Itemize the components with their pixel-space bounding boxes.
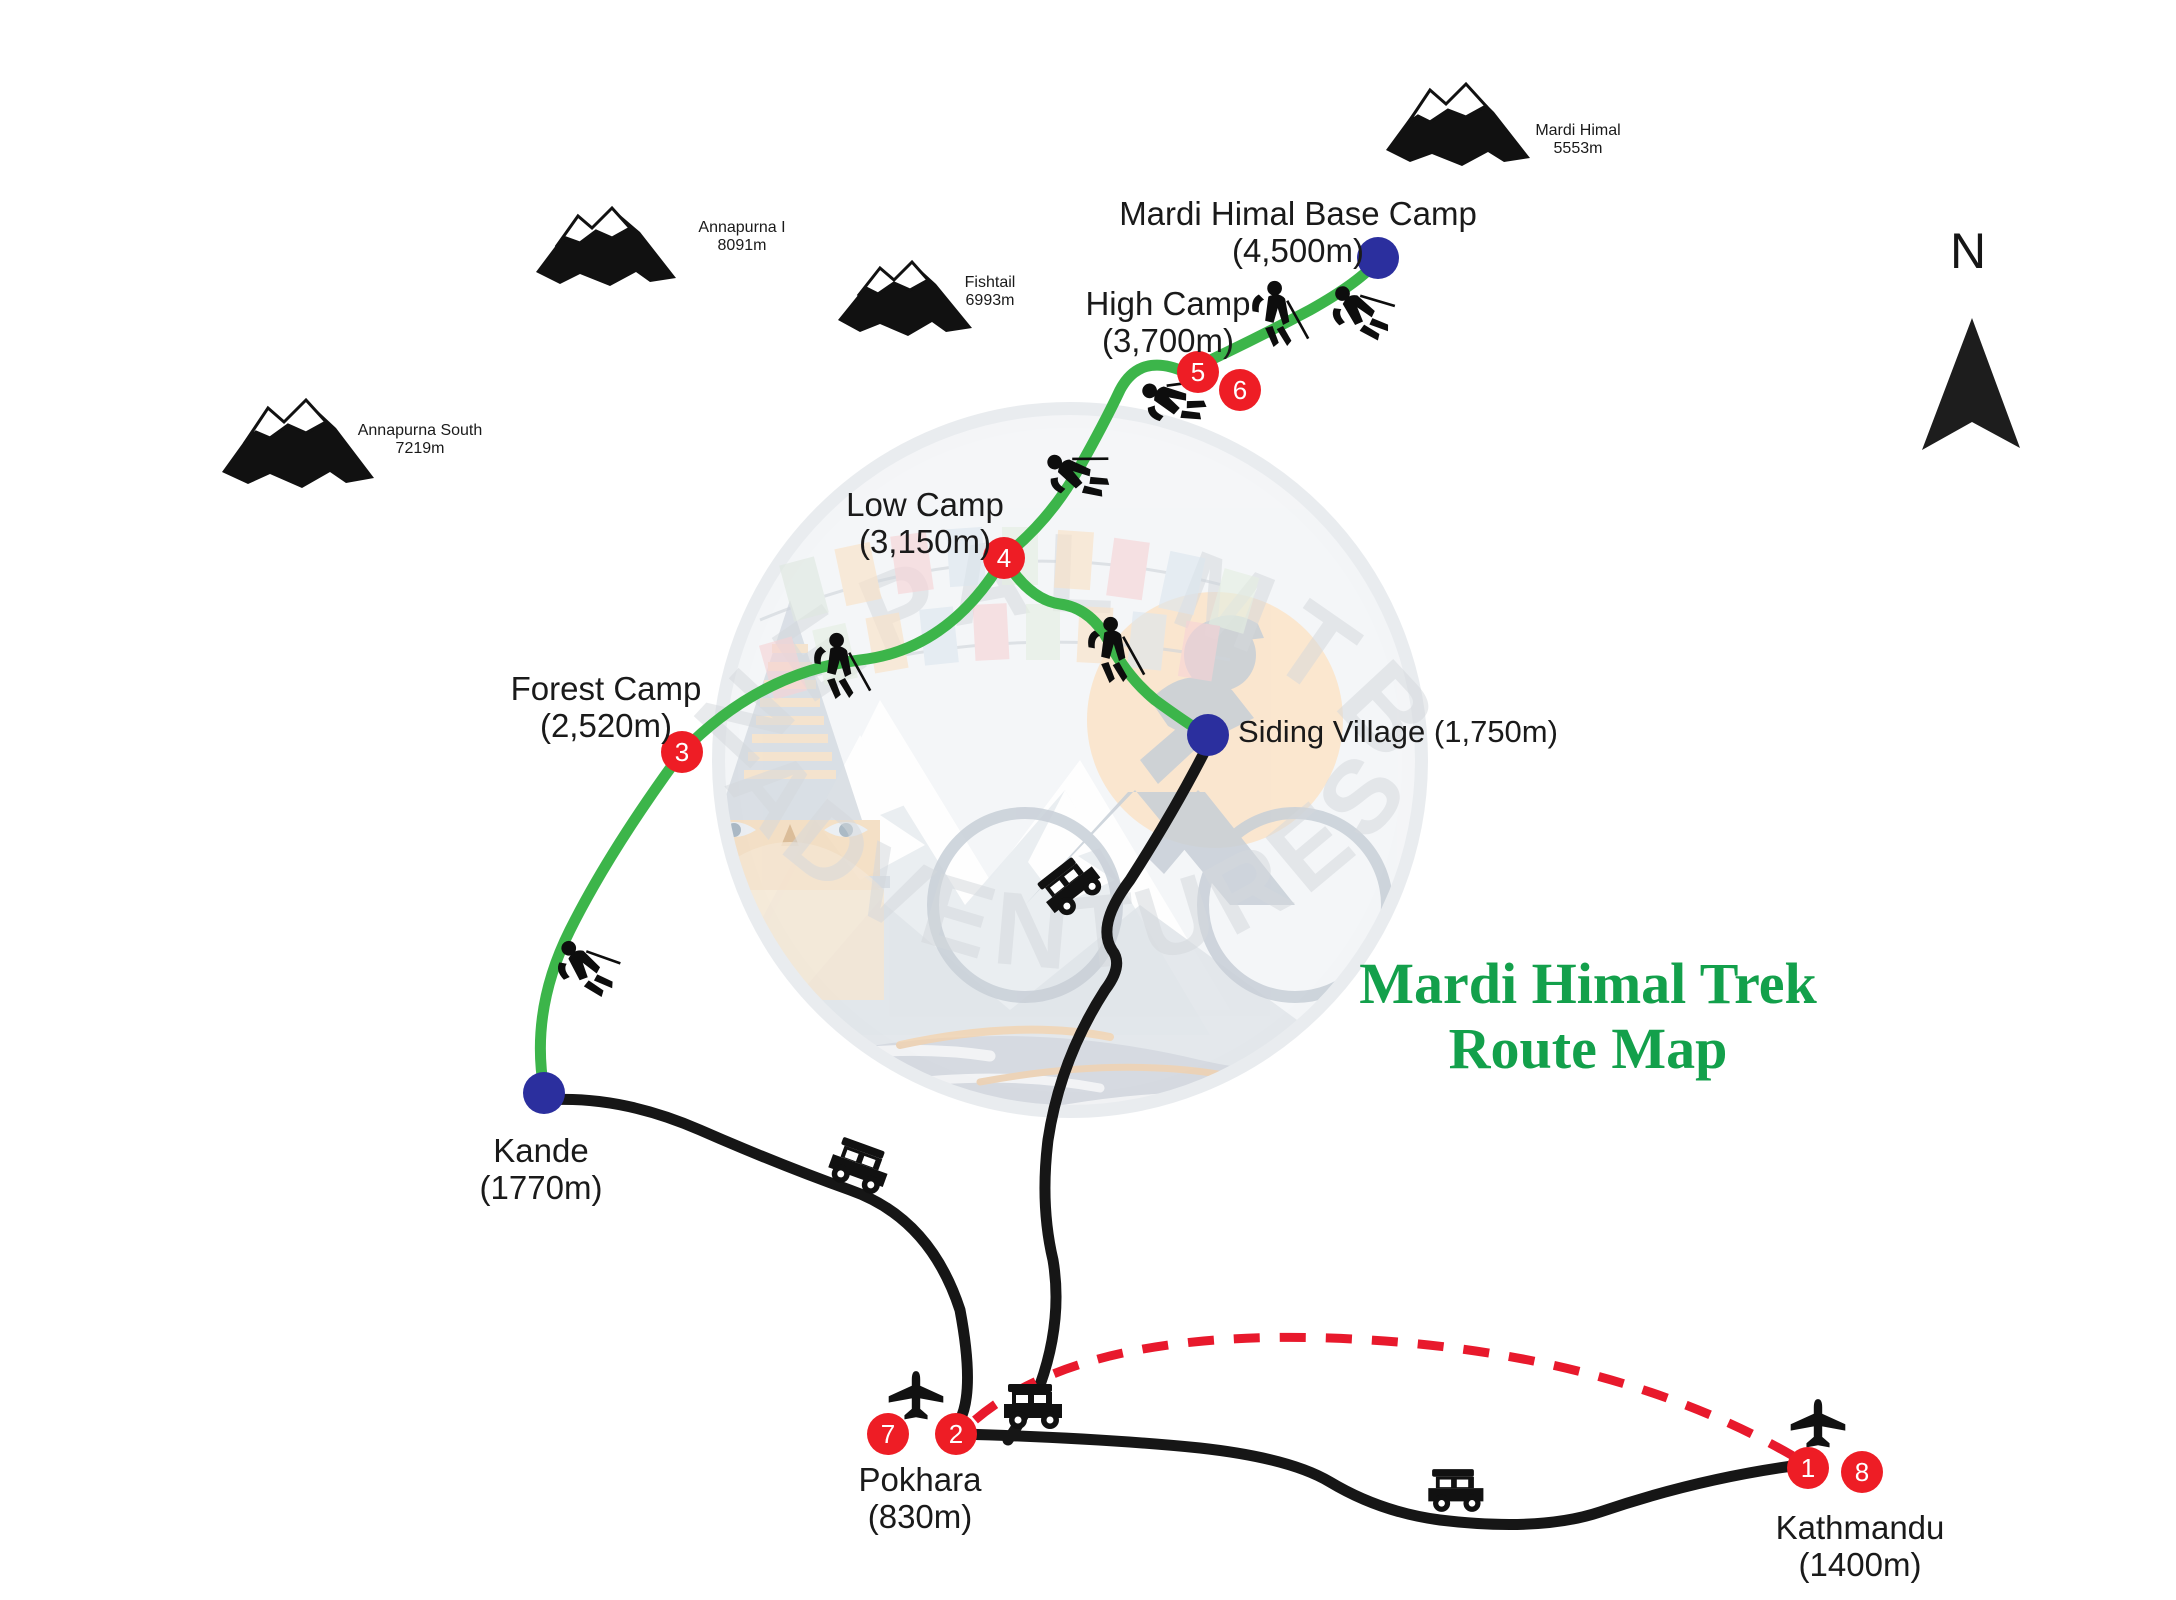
hiker-icon-5 [1142, 379, 1207, 422]
peak-elevation: 7219m [395, 439, 445, 457]
peak-elevation: 5553m [1553, 139, 1603, 157]
dot-kande[interactable] [523, 1072, 565, 1114]
place-elevation: (4,500m) [1231, 231, 1365, 269]
airplane-icon-pokhara [888, 1371, 944, 1420]
hiker-icon-1 [557, 940, 621, 997]
compass-label-north: N [1950, 223, 1987, 279]
place-label-pokhara: Pokhara (830m) [858, 1461, 982, 1536]
place-name: Low Camp [846, 486, 1004, 523]
place-label-siding-village: Siding Village (1,750m) [1238, 714, 1558, 750]
mountain-peak-icon-fishtail [838, 259, 972, 336]
place-label-mardi-himal-base-camp: Mardi Himal Base Camp (4,500m) [1119, 195, 1477, 270]
place-elevation: (3,700m) [1101, 321, 1235, 359]
place-label-high-camp: High Camp (3,700m) [1085, 285, 1251, 360]
dot-siding-village[interactable] [1187, 714, 1229, 756]
stage-marker-7[interactable]: 7 [867, 1413, 909, 1455]
place-name: Kathmandu [1775, 1509, 1945, 1546]
jeep-icon-2 [828, 1137, 888, 1194]
hiker-icon-6 [1252, 280, 1310, 347]
road-pokhara-kathmandu [954, 1428, 1806, 1530]
peak-name: Annapurna South [357, 422, 483, 439]
mountain-peak-icon-annapurna-i [536, 205, 676, 286]
place-label-low-camp: Low Camp (3,150m) [846, 486, 1004, 561]
trek-lowcamp-highcamp [999, 359, 1191, 562]
stage-marker-3[interactable]: 3 [661, 731, 703, 773]
stage-marker-6[interactable]: 6 [1219, 369, 1261, 411]
hiker-icon-4 [1047, 454, 1110, 497]
place-name: Kande [493, 1132, 589, 1169]
place-label-forest-camp: Forest Camp (2,520m) [510, 670, 702, 745]
flight-path-pokhara-kathmandu [972, 1332, 1803, 1464]
place-name: Mardi Himal Base Camp [1119, 195, 1477, 232]
peak-label-annapurna-south: Annapurna South 7219m [358, 422, 483, 458]
peak-name: Annapurna I [698, 219, 786, 236]
place-elevation: (2,520m) [539, 706, 673, 744]
place-label-kathmandu: Kathmandu (1400m) [1775, 1509, 1945, 1584]
mountain-peak-icon-annapurna-south [222, 397, 374, 488]
road-siding-pokhara [1002, 739, 1214, 1446]
hiker-icon-3 [1088, 616, 1146, 683]
peak-name: Mardi Himal [1535, 122, 1621, 139]
place-name: High Camp [1085, 285, 1251, 322]
place-name: Forest Camp [510, 670, 702, 707]
peak-name: Fishtail [964, 274, 1016, 291]
map-title: Mardi Himal Trek Route Map [1359, 951, 1817, 1082]
road-kande-pokhara [539, 1093, 973, 1426]
airplane-icon-kathmandu [1790, 1399, 1846, 1448]
stage-marker-1[interactable]: 1 [1787, 1447, 1829, 1489]
jeep-icon-1 [1037, 857, 1102, 916]
jeep-icon-3 [1004, 1384, 1062, 1429]
place-elevation: (1400m) [1798, 1545, 1922, 1583]
map-title-line2: Route Map [1448, 1015, 1728, 1081]
hiker-icon-7 [1332, 286, 1396, 341]
trek-highcamp-basecamp [1179, 254, 1384, 378]
place-elevation: (3,150m) [858, 522, 992, 560]
place-name: Siding Village (1,750m) [1238, 714, 1558, 749]
peak-label-fishtail: Fishtail 6993m [965, 274, 1016, 310]
trek-forestcamp-lowcamp [676, 550, 1011, 758]
peak-elevation: 6993m [965, 291, 1015, 309]
map-title-line1: Mardi Himal Trek [1359, 951, 1817, 1016]
mountain-peak-icon-mardi-himal [1386, 81, 1530, 166]
peak-elevation: 8091m [717, 236, 767, 254]
jeep-icon-4 [1428, 1469, 1484, 1512]
place-elevation: (830m) [867, 1497, 973, 1535]
trek-kande-forestcamp [534, 746, 688, 1096]
stage-marker-5[interactable]: 5 [1177, 351, 1219, 393]
compass-north-icon [1922, 318, 2020, 450]
stage-marker-4[interactable]: 4 [983, 537, 1025, 579]
place-name: Pokhara [858, 1461, 982, 1498]
place-label-kande: Kande (1770m) [479, 1132, 603, 1207]
peak-label-mardi-himal: Mardi Himal 5553m [1535, 122, 1620, 158]
dot-mardi-himal-base-camp[interactable] [1357, 237, 1399, 279]
place-elevation: (1770m) [479, 1168, 603, 1206]
stage-marker-2[interactable]: 2 [935, 1413, 977, 1455]
peak-label-annapurna-i: Annapurna I 8091m [698, 219, 785, 255]
stage-marker-8[interactable]: 8 [1841, 1451, 1883, 1493]
hiker-icon-2 [814, 632, 872, 699]
